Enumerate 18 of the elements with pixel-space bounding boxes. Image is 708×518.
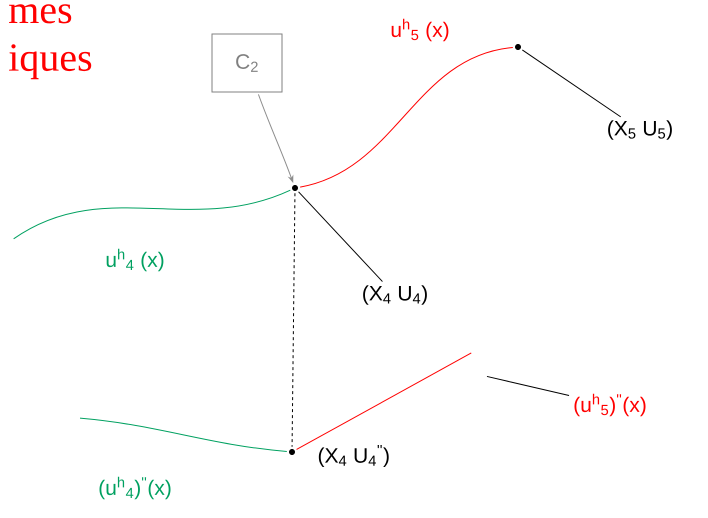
leader-line (298, 191, 383, 282)
heading-text: iques (9, 44, 92, 80)
edge-label: (u$^{h}$$_{4}$)$^{''}$(x) (100, 476, 171, 500)
leader-line (486, 376, 570, 396)
point-label: (u$^{h}$$_{5}$)$^{''}$(x) (574, 394, 646, 416)
edge-label: u$^{h}$$_{4}$ (x) (106, 248, 164, 272)
curve-line (13, 190, 291, 240)
curve-line (80, 418, 288, 452)
curve-line (300, 46, 514, 188)
point-label: (X$_{5}$ U$_{5}$) (608, 120, 672, 140)
leader-line (522, 49, 622, 118)
heading-text: mes (9, 4, 72, 24)
curve-line (296, 352, 472, 450)
point-label: (X$_{4}$ U$_{4}$$^{''}$) (318, 445, 389, 467)
curve-line (292, 192, 296, 448)
point-label: (X$_{4}$ U$_{4}$) (363, 285, 427, 305)
formula-box: C$_{2}$ (212, 34, 282, 92)
edge-label: u$^{h}$$_{5}$ (x) (392, 18, 448, 42)
